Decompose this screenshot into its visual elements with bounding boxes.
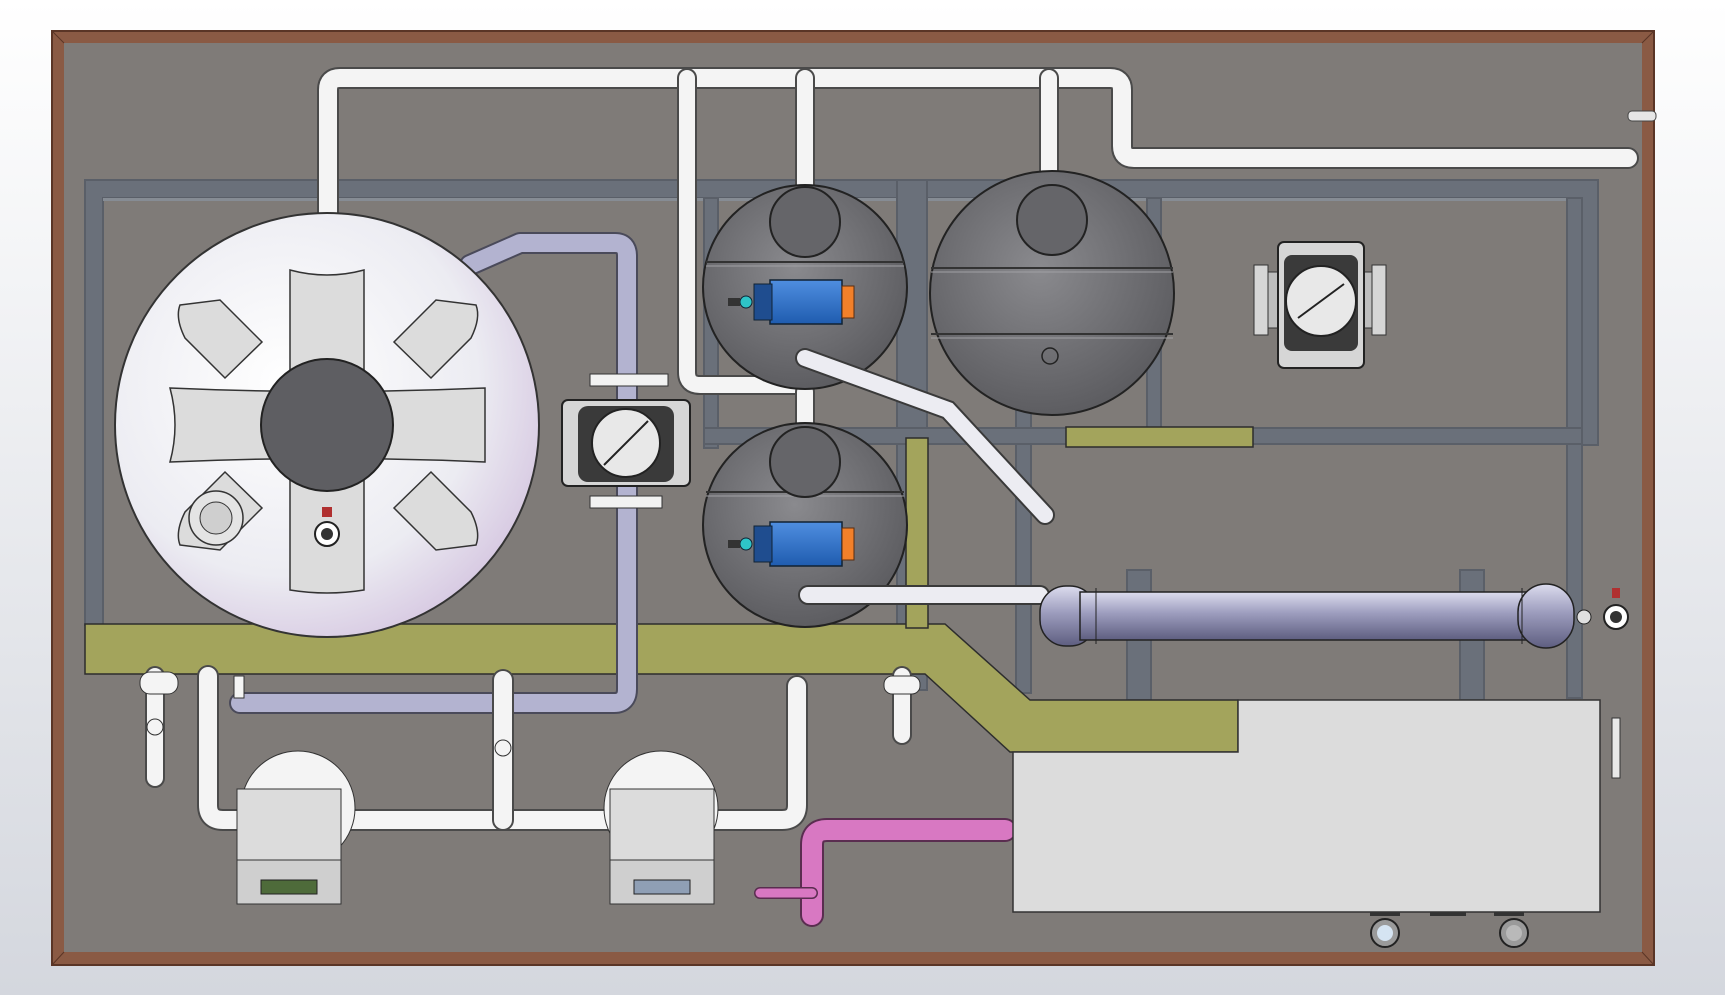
diagonal-transfer-pipe (795, 348, 1055, 605)
control-cabinet (1012, 699, 1621, 916)
pump-unit-2 (603, 750, 719, 905)
agitator-motor-1 (728, 279, 855, 325)
butterfly-valve-right (1253, 241, 1387, 369)
tubular-heat-exchanger (1039, 583, 1575, 649)
drain-valves (139, 671, 921, 757)
cabinet-port-icons (1370, 918, 1529, 948)
agitator-motor-2 (728, 521, 855, 567)
pump-unit-1 (236, 750, 356, 905)
hx-valve-icon (1576, 588, 1629, 630)
small-tank-2 (929, 170, 1175, 416)
outlet-stub (1627, 110, 1657, 122)
top-header-pipe (317, 67, 1639, 440)
sight-valve-icon (314, 507, 340, 547)
pink-pipe (754, 818, 1017, 927)
butterfly-valve-left (561, 373, 691, 509)
lavender-pipe (229, 232, 638, 714)
large-storage-tank (114, 212, 540, 638)
walkway-platform (84, 426, 1254, 753)
